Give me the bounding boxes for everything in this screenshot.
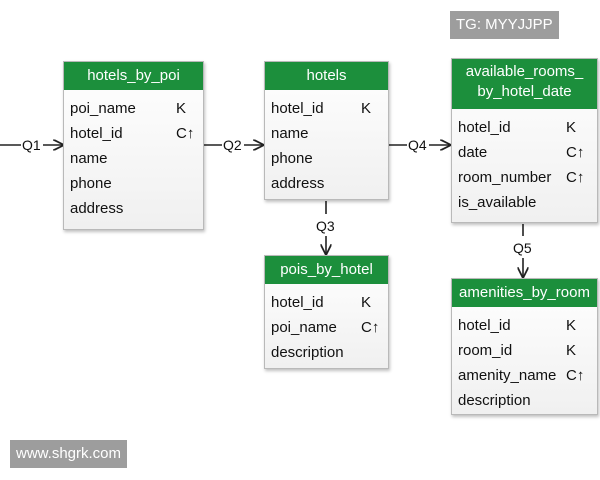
column-name: room_number — [458, 169, 552, 186]
column-row: is_available — [458, 190, 597, 215]
column-name: description — [458, 392, 531, 409]
table-title: hotels — [306, 67, 347, 84]
q2-label: Q2 — [223, 137, 242, 153]
column-row: hotel_id C↑ — [70, 121, 203, 146]
column-name: hotel_id — [271, 294, 324, 311]
table-title: pois_by_hotel — [280, 261, 373, 278]
table-title: amenities_by_room — [459, 284, 590, 301]
column-name: name — [271, 125, 309, 142]
column-row: hotel_id K — [271, 96, 388, 121]
column-row: description — [271, 340, 388, 365]
column-name: address — [70, 200, 124, 217]
table-header: available_rooms_ by_hotel_date — [452, 59, 597, 109]
key-indicator: C↑ — [361, 319, 380, 336]
table-header: hotels_by_poi — [64, 62, 203, 90]
column-row: name — [271, 121, 388, 146]
column-row: address — [271, 171, 388, 196]
q5-label: Q5 — [513, 240, 532, 256]
table-header: amenities_by_room — [452, 279, 597, 307]
watermark-top-right: TG: MYYJJPP — [450, 11, 559, 39]
column-row: name — [70, 146, 203, 171]
watermark-bottom-left: www.shgrk.com — [10, 440, 128, 468]
key-indicator: K — [566, 119, 577, 136]
column-name: poi_name — [271, 319, 337, 336]
column-name: is_available — [458, 194, 537, 211]
column-row: poi_name K — [70, 96, 203, 121]
key-indicator: C↑ — [566, 144, 585, 161]
table-title: hotels_by_poi — [87, 67, 180, 84]
column-row: hotel_id K — [458, 115, 597, 140]
key-indicator: K — [566, 342, 577, 359]
table-columns: hotel_id K name phone address — [265, 90, 388, 202]
column-name: phone — [271, 150, 313, 167]
column-row: date C↑ — [458, 140, 597, 165]
table-available-rooms-by-hotel-date: available_rooms_ by_hotel_date hotel_id … — [451, 58, 598, 223]
table-title-line-2: by_hotel_date — [477, 83, 572, 100]
table-hotels: hotels hotel_id K name phone address — [264, 61, 389, 200]
q3-label: Q3 — [316, 218, 335, 234]
table-columns: hotel_id K poi_name C↑ description — [265, 284, 388, 371]
column-row: hotel_id K — [271, 290, 388, 315]
column-name: hotel_id — [70, 125, 123, 142]
column-row: address — [70, 196, 203, 221]
column-row: poi_name C↑ — [271, 315, 388, 340]
key-indicator: K — [566, 317, 577, 334]
key-indicator: K — [361, 100, 372, 117]
column-name: amenity_name — [458, 367, 557, 384]
table-pois-by-hotel: pois_by_hotel hotel_id K poi_name C↑ des… — [264, 255, 389, 369]
column-name: hotel_id — [271, 100, 324, 117]
table-hotels-by-poi: hotels_by_poi poi_name K hotel_id C↑ nam… — [63, 61, 204, 230]
key-indicator: C↑ — [566, 169, 585, 186]
column-row: phone — [271, 146, 388, 171]
key-indicator: C↑ — [566, 367, 585, 384]
table-header: pois_by_hotel — [265, 256, 388, 284]
q4-label: Q4 — [408, 137, 427, 153]
table-columns: hotel_id K room_id K amenity_name C↑ des… — [452, 307, 597, 419]
column-name: hotel_id — [458, 317, 511, 334]
table-columns: hotel_id K date C↑ room_number C↑ is_ava… — [452, 109, 597, 221]
table-columns: poi_name K hotel_id C↑ name phone addres… — [64, 90, 203, 227]
column-name: phone — [70, 175, 112, 192]
column-name: description — [271, 344, 344, 361]
key-indicator: C↑ — [176, 125, 195, 142]
column-name: name — [70, 150, 108, 167]
key-indicator: K — [176, 100, 187, 117]
column-row: phone — [70, 171, 203, 196]
column-name: room_id — [458, 342, 513, 359]
column-row: description — [458, 388, 597, 413]
q1-label: Q1 — [22, 137, 41, 153]
key-indicator: K — [361, 294, 372, 311]
table-amenities-by-room: amenities_by_room hotel_id K room_id K a… — [451, 278, 598, 415]
column-row: room_number C↑ — [458, 165, 597, 190]
column-row: room_id K — [458, 338, 597, 363]
column-name: hotel_id — [458, 119, 511, 136]
table-header: hotels — [265, 62, 388, 90]
column-name: date — [458, 144, 488, 161]
table-title-line-1: available_rooms_ — [465, 63, 584, 80]
column-name: poi_name — [70, 100, 136, 117]
column-row: hotel_id K — [458, 313, 597, 338]
column-name: address — [271, 175, 325, 192]
column-row: amenity_name C↑ — [458, 363, 597, 388]
